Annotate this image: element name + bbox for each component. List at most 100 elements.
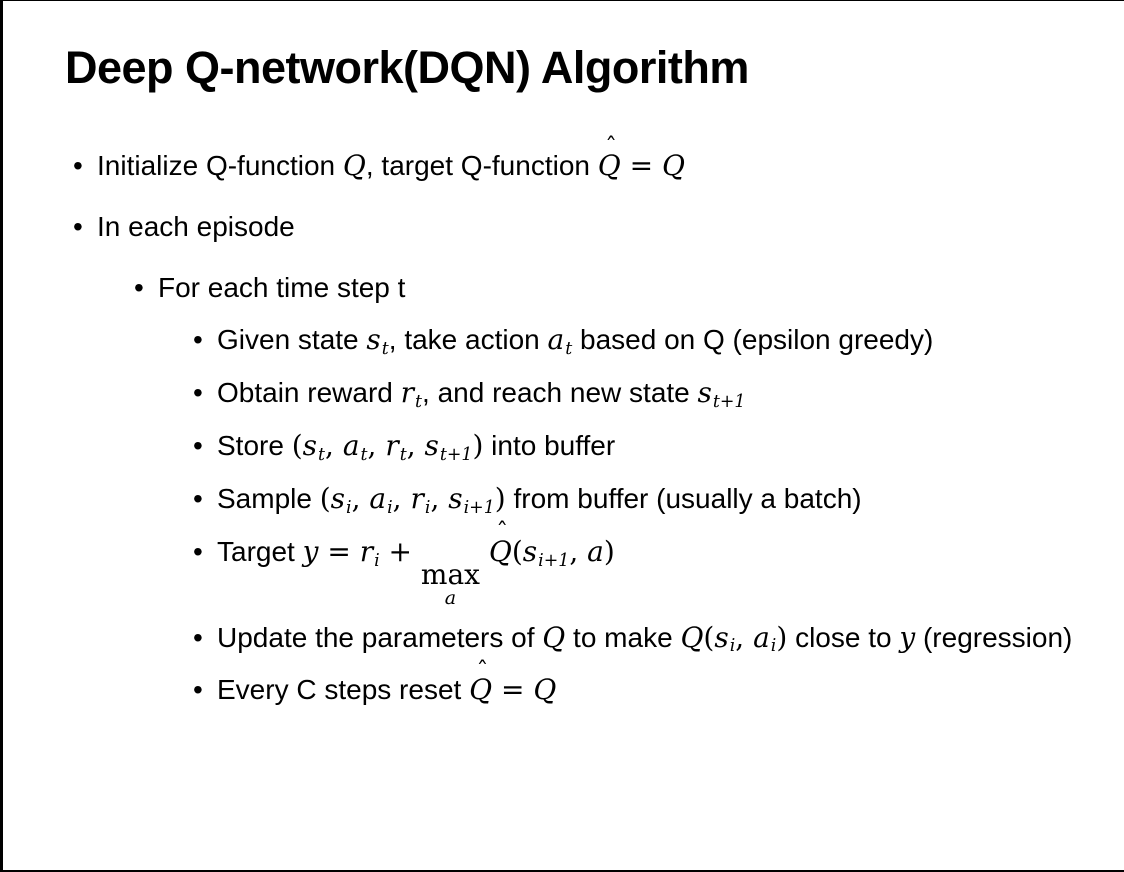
text-segment: , target Q-function <box>365 150 598 182</box>
max-operator-subscript: a <box>444 586 457 609</box>
text-segment: Target <box>217 535 303 567</box>
math-roman: = <box>318 534 360 568</box>
math-roman: ( <box>511 534 523 568</box>
math-var: s <box>522 534 538 568</box>
math-roman: , <box>569 534 588 568</box>
math-var: r <box>359 534 374 568</box>
math-var: a <box>753 620 770 654</box>
text-segment: to make <box>565 621 681 653</box>
hat-accent: ˆ <box>496 518 509 547</box>
math-var: Q <box>661 149 685 183</box>
math-roman: ( <box>703 620 715 654</box>
bullet-marker: • <box>193 377 203 409</box>
math-subscript: t <box>565 339 573 360</box>
text-segment: , and reach new state <box>422 377 698 409</box>
bullet-item: •Given state st, take action at based on… <box>65 319 1096 362</box>
text-segment: In each episode <box>97 211 295 243</box>
bullet-marker: • <box>193 674 203 706</box>
math-var: r <box>410 482 424 516</box>
bullet-marker: • <box>193 483 203 515</box>
math-roman: , <box>325 429 343 463</box>
bullet-content: Initialize Q-function Q, target Q-functi… <box>97 135 1096 187</box>
math-roman: , <box>735 620 754 654</box>
math-var: s <box>424 429 439 463</box>
math-var: s <box>448 482 463 516</box>
bullet-content: For each time step t <box>158 267 1096 309</box>
bullet-content: Store (st, at, rt, st+1) into buffer <box>217 425 1096 468</box>
math-var: a <box>369 482 387 516</box>
math-var: s <box>302 429 318 463</box>
bullet-item: •Initialize Q-function Q, target Q-funct… <box>65 135 1096 187</box>
math-roman: , <box>367 429 386 463</box>
bullet-marker: • <box>193 535 203 567</box>
text-segment: (regression) <box>915 621 1073 653</box>
bullet-list: •Initialize Q-function Q, target Q-funct… <box>65 135 1096 711</box>
bullet-marker: • <box>193 324 203 356</box>
math-var: a <box>342 429 360 463</box>
math-var: s <box>366 323 381 357</box>
math-var: s <box>697 376 712 410</box>
bullet-item: •Sample (si, ai, ri, si+1) from buffer (… <box>65 478 1096 521</box>
bullet-content: Update the parameters of Q to make Q(si,… <box>217 617 1096 660</box>
text-segment: Obtain reward <box>217 377 401 409</box>
math-var: s <box>714 620 729 654</box>
math-roman: ) <box>603 534 615 568</box>
text-segment: Given state <box>217 324 367 356</box>
math-roman: , <box>392 482 411 516</box>
math-var: y <box>302 534 319 568</box>
math-roman: ) <box>472 429 484 463</box>
bullet-item: •In each episode <box>65 206 1096 248</box>
bullet-content: In each episode <box>97 206 1096 248</box>
bullet-marker: • <box>73 150 83 182</box>
math-roman: ( <box>319 482 331 516</box>
bullet-item: •Update the parameters of Q to make Q(si… <box>65 617 1096 660</box>
math-subscript: t+1 <box>439 445 473 466</box>
math-subscript: t <box>318 445 325 466</box>
math-var: Q <box>342 149 366 183</box>
math-subscript: i <box>387 497 393 518</box>
math-var: r <box>400 376 415 410</box>
hat-accent: ˆ <box>476 656 489 685</box>
math-subscript: i <box>374 550 380 571</box>
math-subscript: i+1 <box>538 550 570 571</box>
slide-title: Deep Q-network(DQN) Algorithm <box>65 42 749 93</box>
math-subscript: i <box>346 497 352 518</box>
text-segment: Update the parameters of <box>217 621 543 653</box>
math-var: y <box>899 620 916 654</box>
math-subscript: t+1 <box>712 392 746 413</box>
math-roman: ) <box>776 620 788 654</box>
text-segment: Every C steps reset <box>217 674 470 706</box>
math-subscript: t <box>415 392 423 413</box>
math-var: Q <box>533 673 557 707</box>
text-segment: Sample <box>217 483 320 515</box>
math-base: Q <box>469 673 493 707</box>
text-segment: Store <box>217 430 292 462</box>
math-subscript: t <box>360 445 368 466</box>
math-var: Q <box>542 620 566 654</box>
text-segment: based on Q (epsilon greedy) <box>572 324 934 356</box>
text-segment: Initialize Q-function <box>97 150 343 182</box>
math-roman: , <box>406 429 425 463</box>
math-roman: = <box>492 673 534 707</box>
text-segment: from buffer (usually a batch) <box>505 483 862 515</box>
bullet-marker: • <box>193 430 203 462</box>
math-subscript: i <box>729 636 736 657</box>
bullet-item: • Obtain reward rt, and reach new state s… <box>65 372 1096 415</box>
math-base: Q <box>488 534 512 568</box>
math-roman: ( <box>291 429 303 463</box>
math-roman: + <box>379 534 421 568</box>
bullet-marker: • <box>193 621 203 653</box>
math-base: Q <box>597 149 621 183</box>
math-roman <box>480 535 489 568</box>
max-operator-label: max <box>420 557 480 591</box>
math-var: Q <box>680 620 704 654</box>
math-roman: ) <box>494 482 506 516</box>
math-subscript: i+1 <box>463 497 495 518</box>
math-var: r <box>385 429 399 463</box>
